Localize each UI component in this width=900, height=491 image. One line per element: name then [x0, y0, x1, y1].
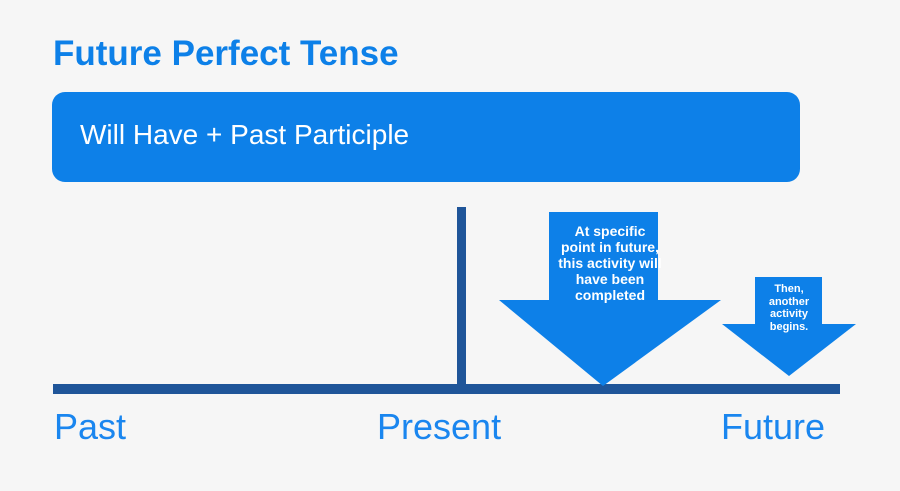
formula-banner: Will Have + Past Participle [52, 92, 800, 182]
down-arrow-icon [499, 212, 721, 386]
timeline-label-past: Past [54, 406, 127, 447]
callout-line: point in future, [561, 239, 659, 256]
formula-banner-label: Will Have + Past Participle [80, 119, 410, 150]
callout-line: Then, [774, 283, 804, 295]
callout-line: have been [575, 271, 645, 288]
callout-line: completed [574, 287, 645, 304]
callout-line: activity [770, 308, 808, 321]
down-arrow-icon [722, 277, 856, 376]
callout-arrow-secondary-text: Then, another activity begins. [741, 283, 837, 334]
present-marker-tick [457, 207, 466, 389]
callout-line: this activity will [558, 255, 662, 272]
timeline-label-future: Future [721, 406, 826, 447]
callout-line: another [768, 295, 810, 308]
timeline-label-present: Present [377, 406, 502, 447]
page-title: Future Perfect Tense [53, 34, 399, 73]
timeline-axis [53, 384, 840, 394]
callout-line: At specific [574, 223, 646, 239]
callout-arrow-future-perfect-completion: At specific point in future, this activi… [497, 210, 723, 388]
callout-arrow-subsequent-activity: Then, another activity begins. [720, 276, 858, 378]
callout-arrow-primary-text: At specific point in future, this activi… [523, 223, 697, 303]
callout-line: begins. [769, 320, 809, 333]
